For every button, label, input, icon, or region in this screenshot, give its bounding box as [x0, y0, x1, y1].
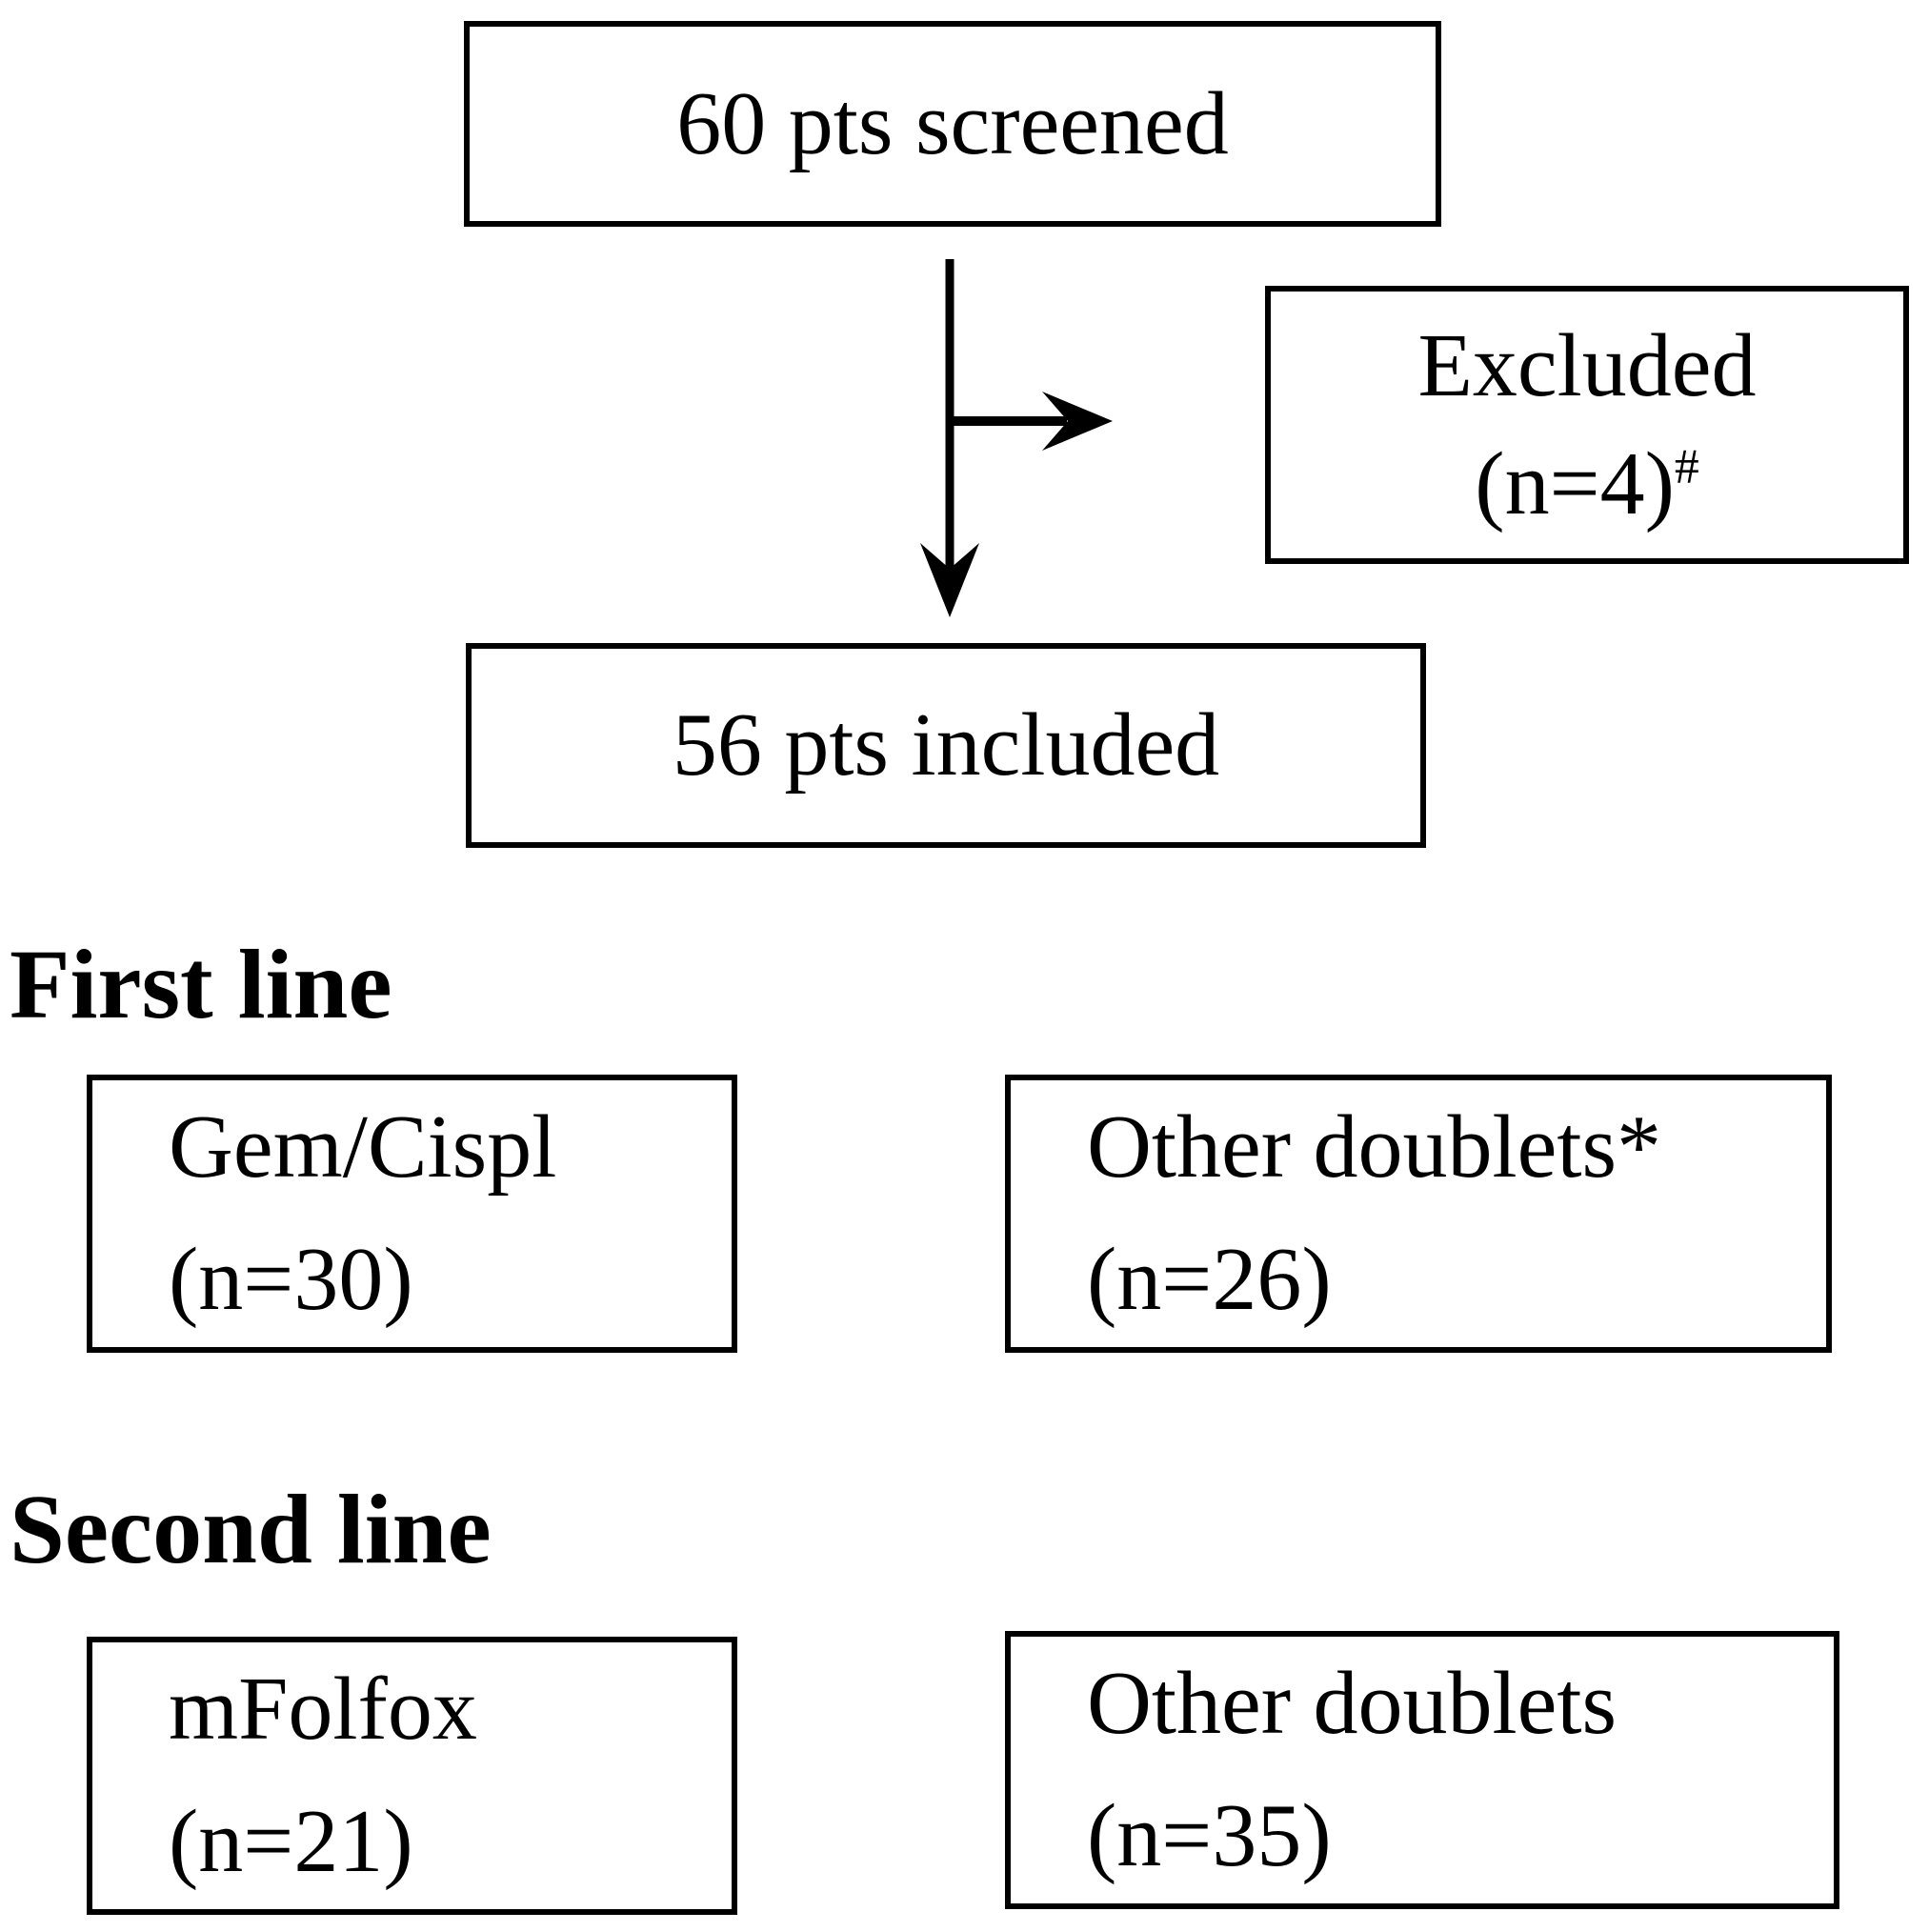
included-label: 56 pts included: [672, 695, 1220, 795]
second-line-left-box: mFolfox (n=21): [87, 1637, 737, 1915]
excluded-label-line1: Excluded: [1417, 315, 1757, 415]
first-line-heading: First line: [10, 930, 392, 1039]
excluded-footnote-marker: #: [1674, 439, 1699, 494]
second-line-left-count: (n=21): [169, 1792, 413, 1891]
screened-box: 60 pts screened: [464, 21, 1441, 227]
first-line-left-box: Gem/Cispl (n=30): [87, 1075, 737, 1353]
screened-label: 60 pts screened: [676, 73, 1229, 173]
first-line-right-box: Other doublets* (n=26): [1005, 1075, 1832, 1353]
second-line-right-count: (n=35): [1087, 1786, 1332, 1885]
second-line-right-regimen: Other doublets: [1087, 1653, 1618, 1753]
included-box: 56 pts included: [466, 643, 1426, 848]
down-arrowhead-icon: [920, 543, 979, 617]
first-line-left-regimen: Gem/Cispl: [169, 1097, 557, 1197]
right-arrowhead-icon: [1042, 392, 1113, 451]
second-line-heading: Second line: [10, 1475, 492, 1584]
first-line-right-count: (n=26): [1087, 1230, 1332, 1329]
excluded-box: Excluded (n=4)#: [1265, 286, 1909, 564]
second-line-left-regimen: mFolfox: [169, 1659, 477, 1759]
excluded-count: (n=4): [1475, 434, 1675, 533]
excluded-label-line2: (n=4)#: [1475, 425, 1698, 543]
first-line-right-regimen: Other doublets*: [1087, 1097, 1662, 1197]
first-line-left-count: (n=30): [169, 1230, 413, 1329]
second-line-right-box: Other doublets (n=35): [1005, 1631, 1839, 1909]
